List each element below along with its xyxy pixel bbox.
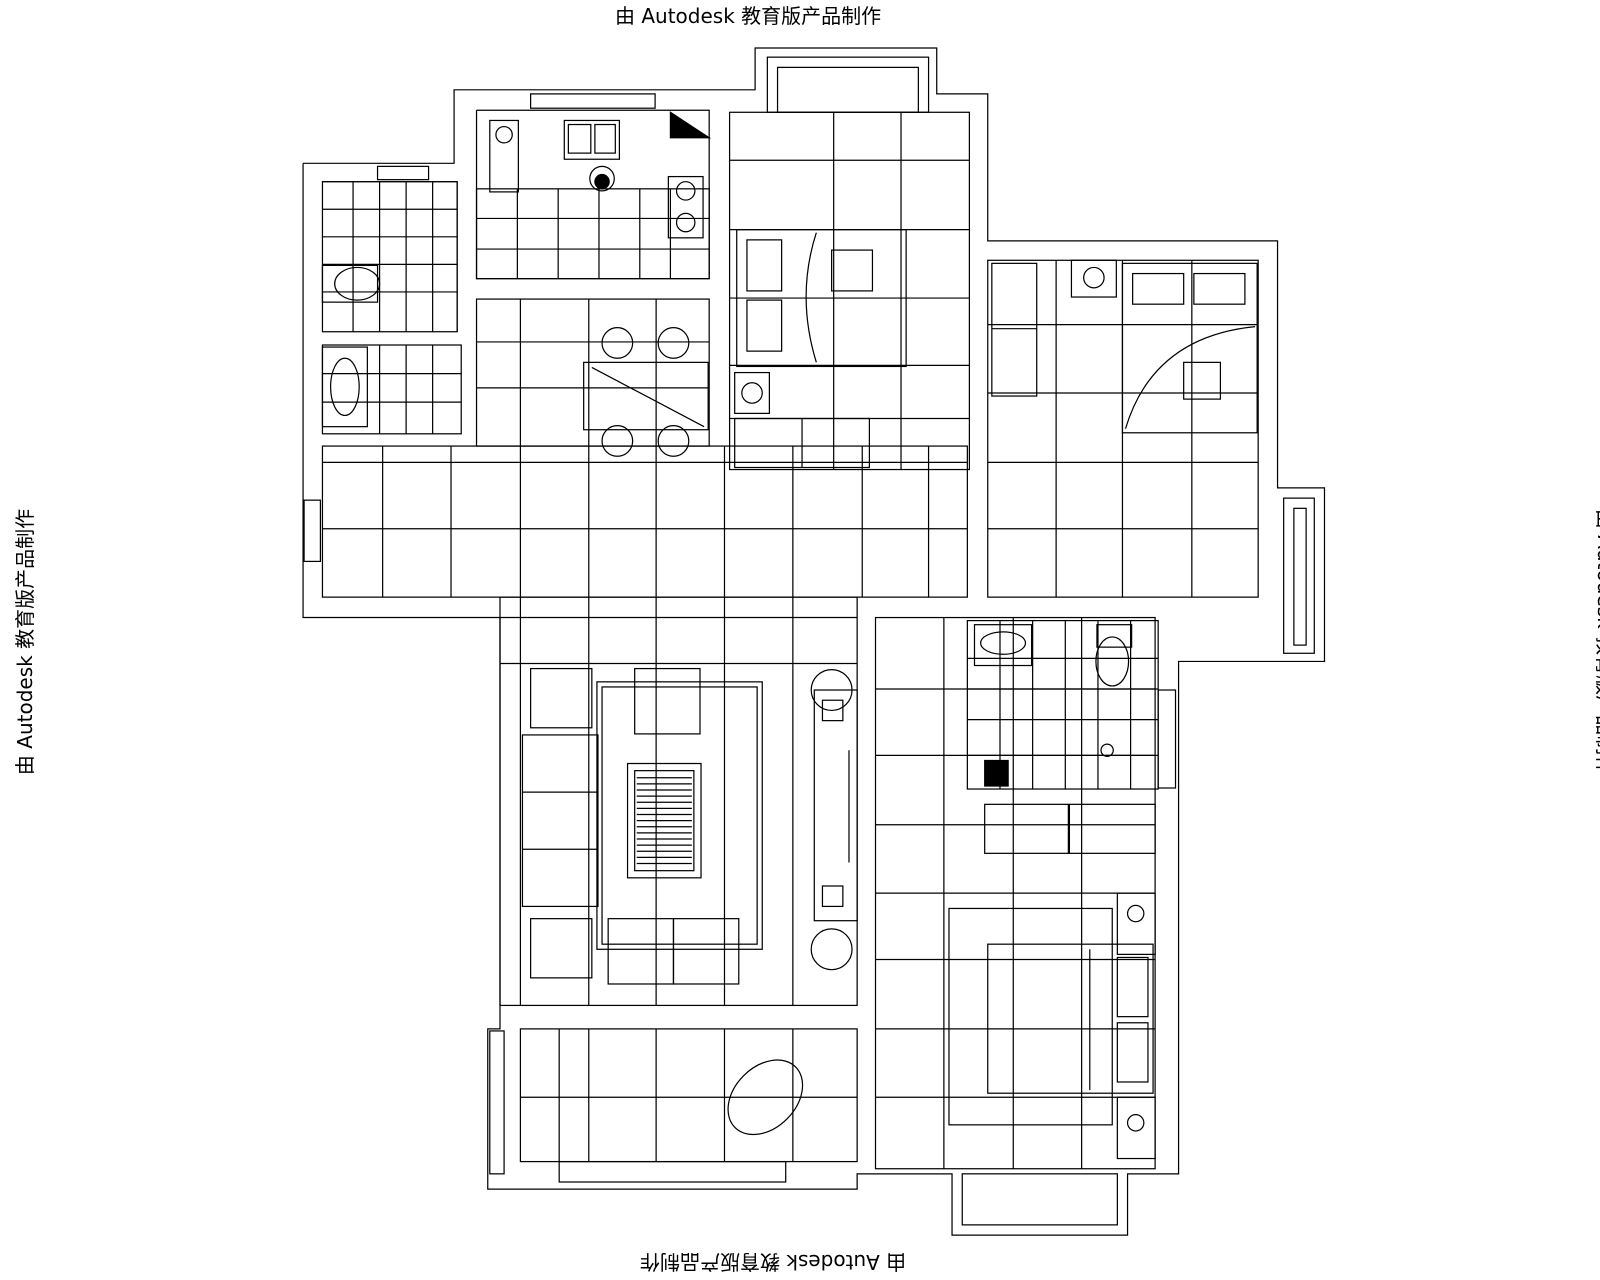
blanket-fold: [805, 232, 817, 363]
burner: [675, 181, 696, 201]
coffee-table-inner: [634, 770, 695, 872]
rug-inner: [601, 686, 758, 945]
armchair: [634, 667, 701, 735]
outer-walls: [302, 47, 1326, 1236]
room-outline: [321, 445, 968, 598]
fridge-knob: [495, 125, 513, 144]
pillow: [746, 239, 783, 292]
pillow: [746, 299, 783, 352]
dining-chair: [601, 327, 634, 359]
dining-chair: [601, 425, 634, 457]
pillow: [1116, 1022, 1149, 1083]
washbasin-counter: [973, 624, 1033, 667]
blanket-fold: [1124, 326, 1256, 429]
dining-chair: [657, 327, 690, 359]
fridge: [489, 119, 519, 193]
sink-bowl: [594, 123, 616, 154]
cushion: [831, 249, 874, 292]
coffee-table: [626, 762, 702, 879]
washbasin-counter: [321, 346, 368, 428]
table-glass-line: [591, 366, 705, 428]
room-outline: [728, 111, 970, 471]
speaker: [821, 885, 844, 908]
rug: [596, 681, 763, 950]
armchair: [672, 918, 740, 985]
plant-icon: [810, 668, 853, 712]
lamp-icon: [741, 382, 763, 404]
burner: [675, 212, 696, 233]
room-master-bedroom: [874, 616, 1156, 1170]
corner-marker: [984, 759, 1009, 787]
dining-chair: [657, 425, 690, 457]
lounge-chair: [727, 1059, 804, 1136]
room-outline: [519, 1028, 858, 1163]
lamp-icon: [1126, 904, 1145, 923]
room-hallway: [321, 445, 968, 598]
wardrobe: [984, 803, 1069, 854]
sofa: [521, 734, 599, 908]
sink-bowl: [567, 123, 592, 154]
furniture: [321, 111, 1258, 1160]
room-dining: [475, 298, 710, 447]
speaker: [821, 699, 844, 722]
pillow: [1116, 956, 1149, 1018]
toilet: [334, 266, 381, 301]
stove-icon: [667, 175, 704, 239]
room-outline: [475, 298, 710, 447]
tv-cabinet: [813, 689, 858, 922]
bed: [736, 229, 907, 368]
nightstand: [1116, 892, 1156, 955]
washbasin: [330, 357, 360, 417]
cushion: [1183, 361, 1222, 400]
bed-rug: [948, 907, 1113, 1126]
nightstand: [1070, 259, 1117, 298]
armchair-radiator: [530, 918, 593, 979]
room-kitchen: [475, 188, 710, 280]
shower-icon: [1100, 743, 1114, 757]
lamp-icon: [1126, 1114, 1145, 1132]
pillow: [1132, 272, 1185, 305]
wardrobe: [991, 262, 1038, 397]
corner-marker: [669, 111, 712, 139]
toilet-tank: [1096, 624, 1133, 648]
wardrobe: [1068, 803, 1156, 854]
toilet-tank: [321, 264, 379, 303]
room-outline: [321, 181, 458, 333]
plant-icon: [810, 928, 853, 971]
watermark-top: 由 Autodesk 教育版产品制作: [615, 4, 882, 28]
sink: [563, 119, 620, 160]
bed: [987, 943, 1154, 1094]
bed: [1121, 262, 1258, 434]
nightstand: [1116, 1096, 1156, 1160]
dining-table: [583, 361, 709, 431]
toilet: [1095, 636, 1130, 687]
person: [589, 165, 615, 192]
room-outline: [475, 188, 710, 280]
armchair-radiator: [530, 667, 593, 729]
nightstand: [734, 371, 770, 415]
room-living-room: [499, 596, 858, 1007]
washbasin: [980, 631, 1027, 655]
pillow: [1193, 272, 1246, 305]
room-bathroom-1: [321, 181, 458, 333]
person-head: [594, 173, 610, 190]
lamp-icon: [1083, 266, 1105, 289]
room-outline: [966, 619, 1159, 790]
armchair: [607, 918, 675, 985]
room-balcony: [519, 1028, 858, 1163]
